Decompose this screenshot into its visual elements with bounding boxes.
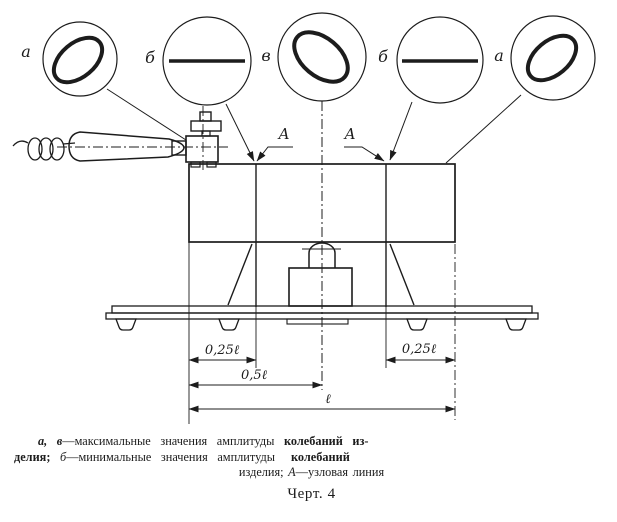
base-plate [105, 305, 539, 331]
scope-leader-lines [106, 88, 522, 164]
support-brace-right [389, 243, 415, 306]
node-line-callouts: А А [256, 125, 385, 162]
scope-circle [42, 21, 118, 97]
oscillogram-ellipse [292, 30, 350, 84]
caption-line3-lead: А [288, 465, 296, 479]
scope-label: б [145, 48, 155, 67]
leader-b-left [225, 103, 255, 162]
sensor-connector [171, 140, 187, 156]
scope-view-v-center: в [261, 12, 367, 102]
caption-line1-lead: а, в [38, 434, 63, 448]
vibration-probe [12, 106, 228, 172]
vibration-exciter [288, 242, 353, 307]
figure-caption: а, в—максимальные значения амплитуды кол… [8, 434, 609, 502]
cable-lead [12, 140, 29, 147]
base-center-pad [286, 318, 349, 325]
exciter-dome [308, 242, 336, 268]
oscillogram-ellipse [525, 33, 579, 83]
caption-line2-bold: делия; [14, 449, 60, 464]
node-leader-right [344, 146, 385, 162]
caption-line1-bold: колебаний из- [284, 434, 369, 448]
test-item [188, 163, 456, 307]
caption-line3-pre: изделия; [238, 465, 289, 479]
scope-label: а [494, 46, 504, 65]
cable-coil [38, 137, 54, 161]
sensor-foot [190, 161, 201, 168]
caption-line2-lead: б [60, 449, 67, 464]
scope-label: в [261, 46, 270, 65]
dim-label-full: ℓ [325, 392, 331, 407]
caption-line-3: изделия; А—узловая линия [14, 465, 609, 481]
scope-view-b-left: б [145, 16, 252, 106]
caption-line1-text: —максимальные значения амплитуды [62, 434, 284, 448]
scope-circle [510, 15, 596, 101]
caption-line-2: делия; б—минимальные значения амплитуды к… [14, 450, 609, 466]
figure-number: Черт. 4 [287, 485, 336, 502]
caption-line-1: а, в—максимальные значения амплитуды кол… [14, 434, 609, 450]
node-leader-left [256, 146, 293, 162]
vibration-test-diagram: а б в б а А [12, 12, 596, 424]
base-foot [115, 318, 137, 331]
item-body [188, 163, 456, 243]
oscillogram-ellipse [51, 35, 105, 85]
dim-label-half: 0,5ℓ [241, 368, 268, 383]
leader-a-right [445, 94, 522, 164]
dim-label-quarter-left: 0,25ℓ [205, 343, 240, 358]
probe-handle [68, 131, 185, 162]
scope-circle [162, 16, 252, 106]
caption-line2-text: —минимальные значения амплитуды [66, 449, 275, 464]
caption-line2-tail: колебаний [290, 449, 350, 464]
scope-label: б [378, 47, 388, 66]
scope-view-a-right: а [494, 15, 596, 101]
scope-label: а [21, 42, 31, 61]
node-label-left: А [277, 125, 289, 143]
leader-b-right [389, 101, 413, 161]
exciter-body [288, 267, 353, 307]
support-brace-left [227, 243, 253, 306]
caption-line3-text: —узловая линия [295, 465, 385, 479]
sensor-foot [206, 161, 217, 168]
oscilloscope-views: а б в б а [21, 12, 596, 106]
dim-label-quarter-right: 0,25ℓ [402, 342, 437, 357]
leader-a-left [106, 88, 187, 141]
node-label-right: А [343, 125, 355, 143]
sensor-head [171, 111, 222, 168]
base-foot [406, 318, 428, 331]
sensor-top-stub [199, 111, 212, 122]
cable-coil [27, 137, 43, 161]
base-foot [218, 318, 240, 331]
dimension-annotations: 0,25ℓ 0,5ℓ ℓ 0,25ℓ [188, 342, 456, 413]
scope-view-b-right: б [378, 16, 484, 104]
scope-circle [396, 16, 484, 104]
sensor-cap [190, 120, 222, 132]
sensor-block [185, 135, 219, 163]
scope-view-a-left: а [21, 21, 118, 97]
cable-coil [49, 137, 65, 161]
scope-circle [277, 12, 367, 102]
base-foot [505, 318, 527, 331]
